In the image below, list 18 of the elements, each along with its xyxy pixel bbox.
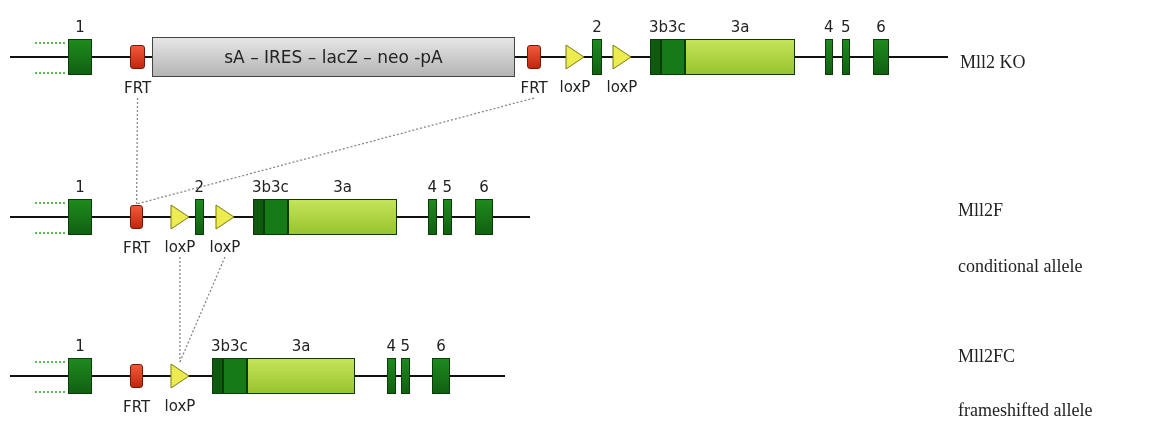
allele-name: Mll2 KO bbox=[960, 52, 1026, 73]
dotted-line bbox=[179, 256, 226, 363]
dotted-line bbox=[135, 97, 535, 205]
allele-description: conditional allele bbox=[958, 256, 1083, 277]
loxp-site: loxP bbox=[164, 204, 196, 256]
frt-site: FRT bbox=[123, 364, 151, 416]
frt-site: FRT bbox=[520, 45, 548, 97]
frt-site: FRT bbox=[124, 45, 152, 97]
allele-name: Mll2FC bbox=[958, 346, 1016, 367]
loxp-site: loxP bbox=[164, 363, 196, 415]
loxp-site: loxP bbox=[209, 204, 241, 256]
loxp-site: loxP bbox=[606, 44, 638, 96]
frt-site: FRT bbox=[123, 205, 151, 257]
allele-name: Mll2F bbox=[958, 200, 1004, 221]
allele-description: frameshifted allele bbox=[958, 400, 1093, 421]
dotted-line bbox=[135, 97, 139, 205]
cassette-box: sA – IRES – lacZ – neo -pA bbox=[152, 37, 515, 77]
loxp-site: loxP bbox=[559, 44, 591, 96]
